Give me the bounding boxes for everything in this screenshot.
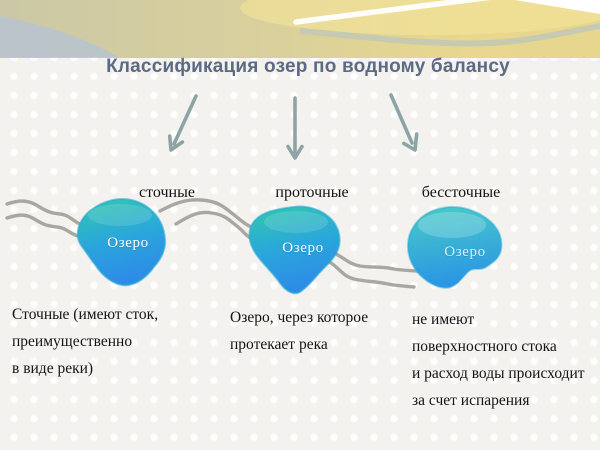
description-line: в виде реки) [12,360,94,377]
gold-glow-decoration [240,0,600,35]
category-label-stochnye: сточные [139,184,195,201]
description-line: за счет испарения [412,392,530,409]
lake3-highlight [418,212,486,238]
river-outflow-2-lake2 [326,259,416,289]
graygreen-stripe-decoration [299,23,600,47]
river-outflow-lake1 [158,198,266,233]
river-lines [5,198,428,289]
white-wave-decoration [0,28,600,80]
description-line: преимущественно [12,333,133,350]
category-label-protochnye: проточные [275,184,349,201]
down-left-arrow-icon [167,94,198,152]
lake-shape-protochnye [248,205,341,295]
description-line: не имеют [412,311,475,328]
header-wave-decoration [0,0,600,80]
description-besstochnye: не имеют поверхностного стока и расход в… [412,306,585,414]
description-line: протекает река [230,336,328,353]
river-inflow-2-lake1 [5,213,80,238]
river-outflow-1-lake2 [328,249,428,274]
description-line: Озеро, через которое [230,309,369,326]
lake-label-3: Озеро [444,244,486,260]
category-label-besstochnye: бессточные [421,184,501,201]
lake-label-1: Озеро [107,235,149,251]
slide-title: Классификация озер по водному балансу [106,56,510,77]
description-protochnye: Озеро, через которое протекает река [230,304,368,358]
lake-label-2: Озеро [282,240,324,256]
description-line: поверхностного стока [412,338,557,355]
description-line: Сточные (имеют сток, [12,306,159,323]
description-stochnye: Сточные (имеют сток, преимущественно в в… [12,301,158,382]
lake-shape-besstochnye [406,205,503,289]
white-diagonal-stripe-decoration [293,0,491,25]
pointer-arrows [167,93,419,160]
white-corner-wedge-decoration [515,0,600,14]
description-line: и расход воды происходит [412,365,585,382]
river-inflow-1-lake1 [5,199,84,227]
lake2-highlight [264,211,328,233]
river-inflow-lake2 [174,210,259,242]
down-right-arrow-icon [389,93,419,152]
lake1-highlight [88,204,152,226]
lake-shapes [76,198,503,295]
down-arrow-icon [286,96,304,160]
lake-shape-stochnye [76,198,167,287]
